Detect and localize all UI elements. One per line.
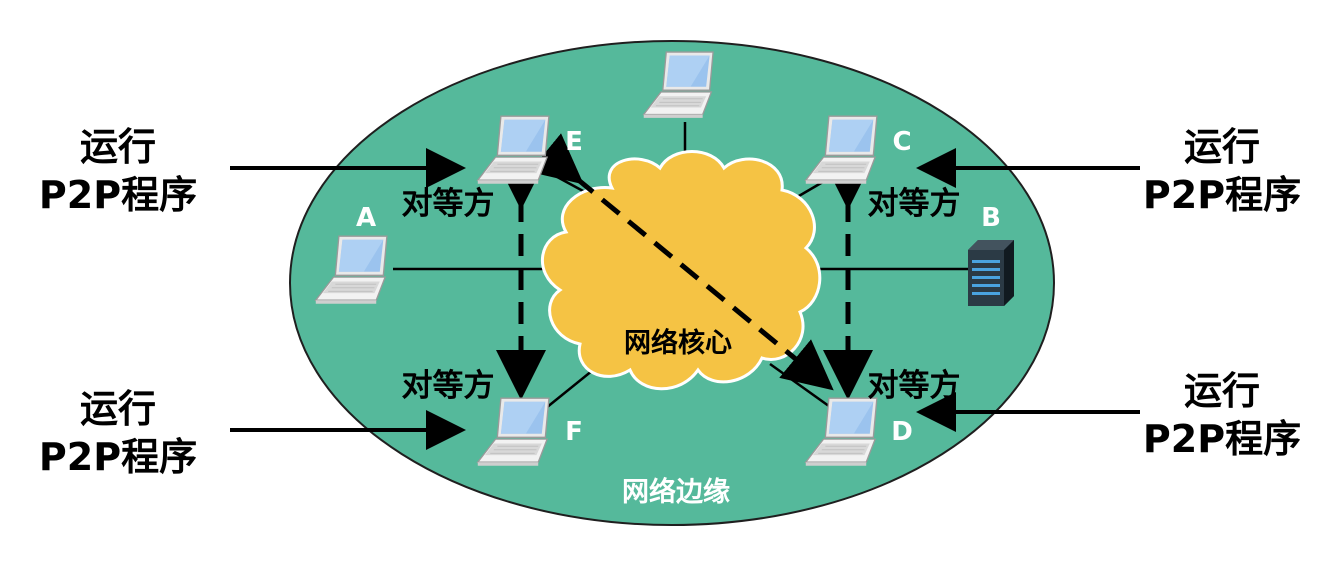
peer-label-d: 对等方	[868, 368, 961, 404]
server-icon	[968, 240, 1014, 306]
peer-arrows	[496, 133, 873, 400]
node-label-f: F	[565, 417, 583, 447]
node-label-a: A	[356, 203, 376, 233]
run-label-line1: 运行	[1184, 125, 1260, 169]
run-label-line2: P2P程序	[39, 173, 197, 217]
run-label-top-right: 运行 P2P程序	[1143, 125, 1301, 217]
run-label-line2: P2P程序	[39, 435, 197, 479]
peer-label-f: 对等方	[402, 368, 495, 404]
run-label-line2: P2P程序	[1143, 173, 1301, 217]
node-label-b: B	[981, 203, 1001, 233]
run-label-top-left: 运行 P2P程序	[39, 125, 197, 217]
node-label-c: C	[892, 127, 911, 157]
node-label-e: E	[565, 127, 583, 157]
peer-arrow-e-d	[529, 133, 834, 391]
network-edge-label: 网络边缘	[622, 476, 730, 508]
run-label-line2: P2P程序	[1143, 417, 1301, 461]
network-core-label: 网络核心	[624, 327, 732, 359]
run-label-line1: 运行	[80, 387, 156, 431]
run-label-bottom-right: 运行 P2P程序	[1143, 369, 1301, 461]
peer-label-e: 对等方	[402, 186, 495, 222]
run-label-bottom-left: 运行 P2P程序	[39, 387, 197, 479]
run-label-line1: 运行	[1184, 369, 1260, 413]
run-label-line1: 运行	[80, 125, 156, 169]
peer-label-c: 对等方	[868, 186, 961, 222]
node-label-d: D	[891, 417, 913, 447]
run-arrows	[230, 148, 1140, 450]
